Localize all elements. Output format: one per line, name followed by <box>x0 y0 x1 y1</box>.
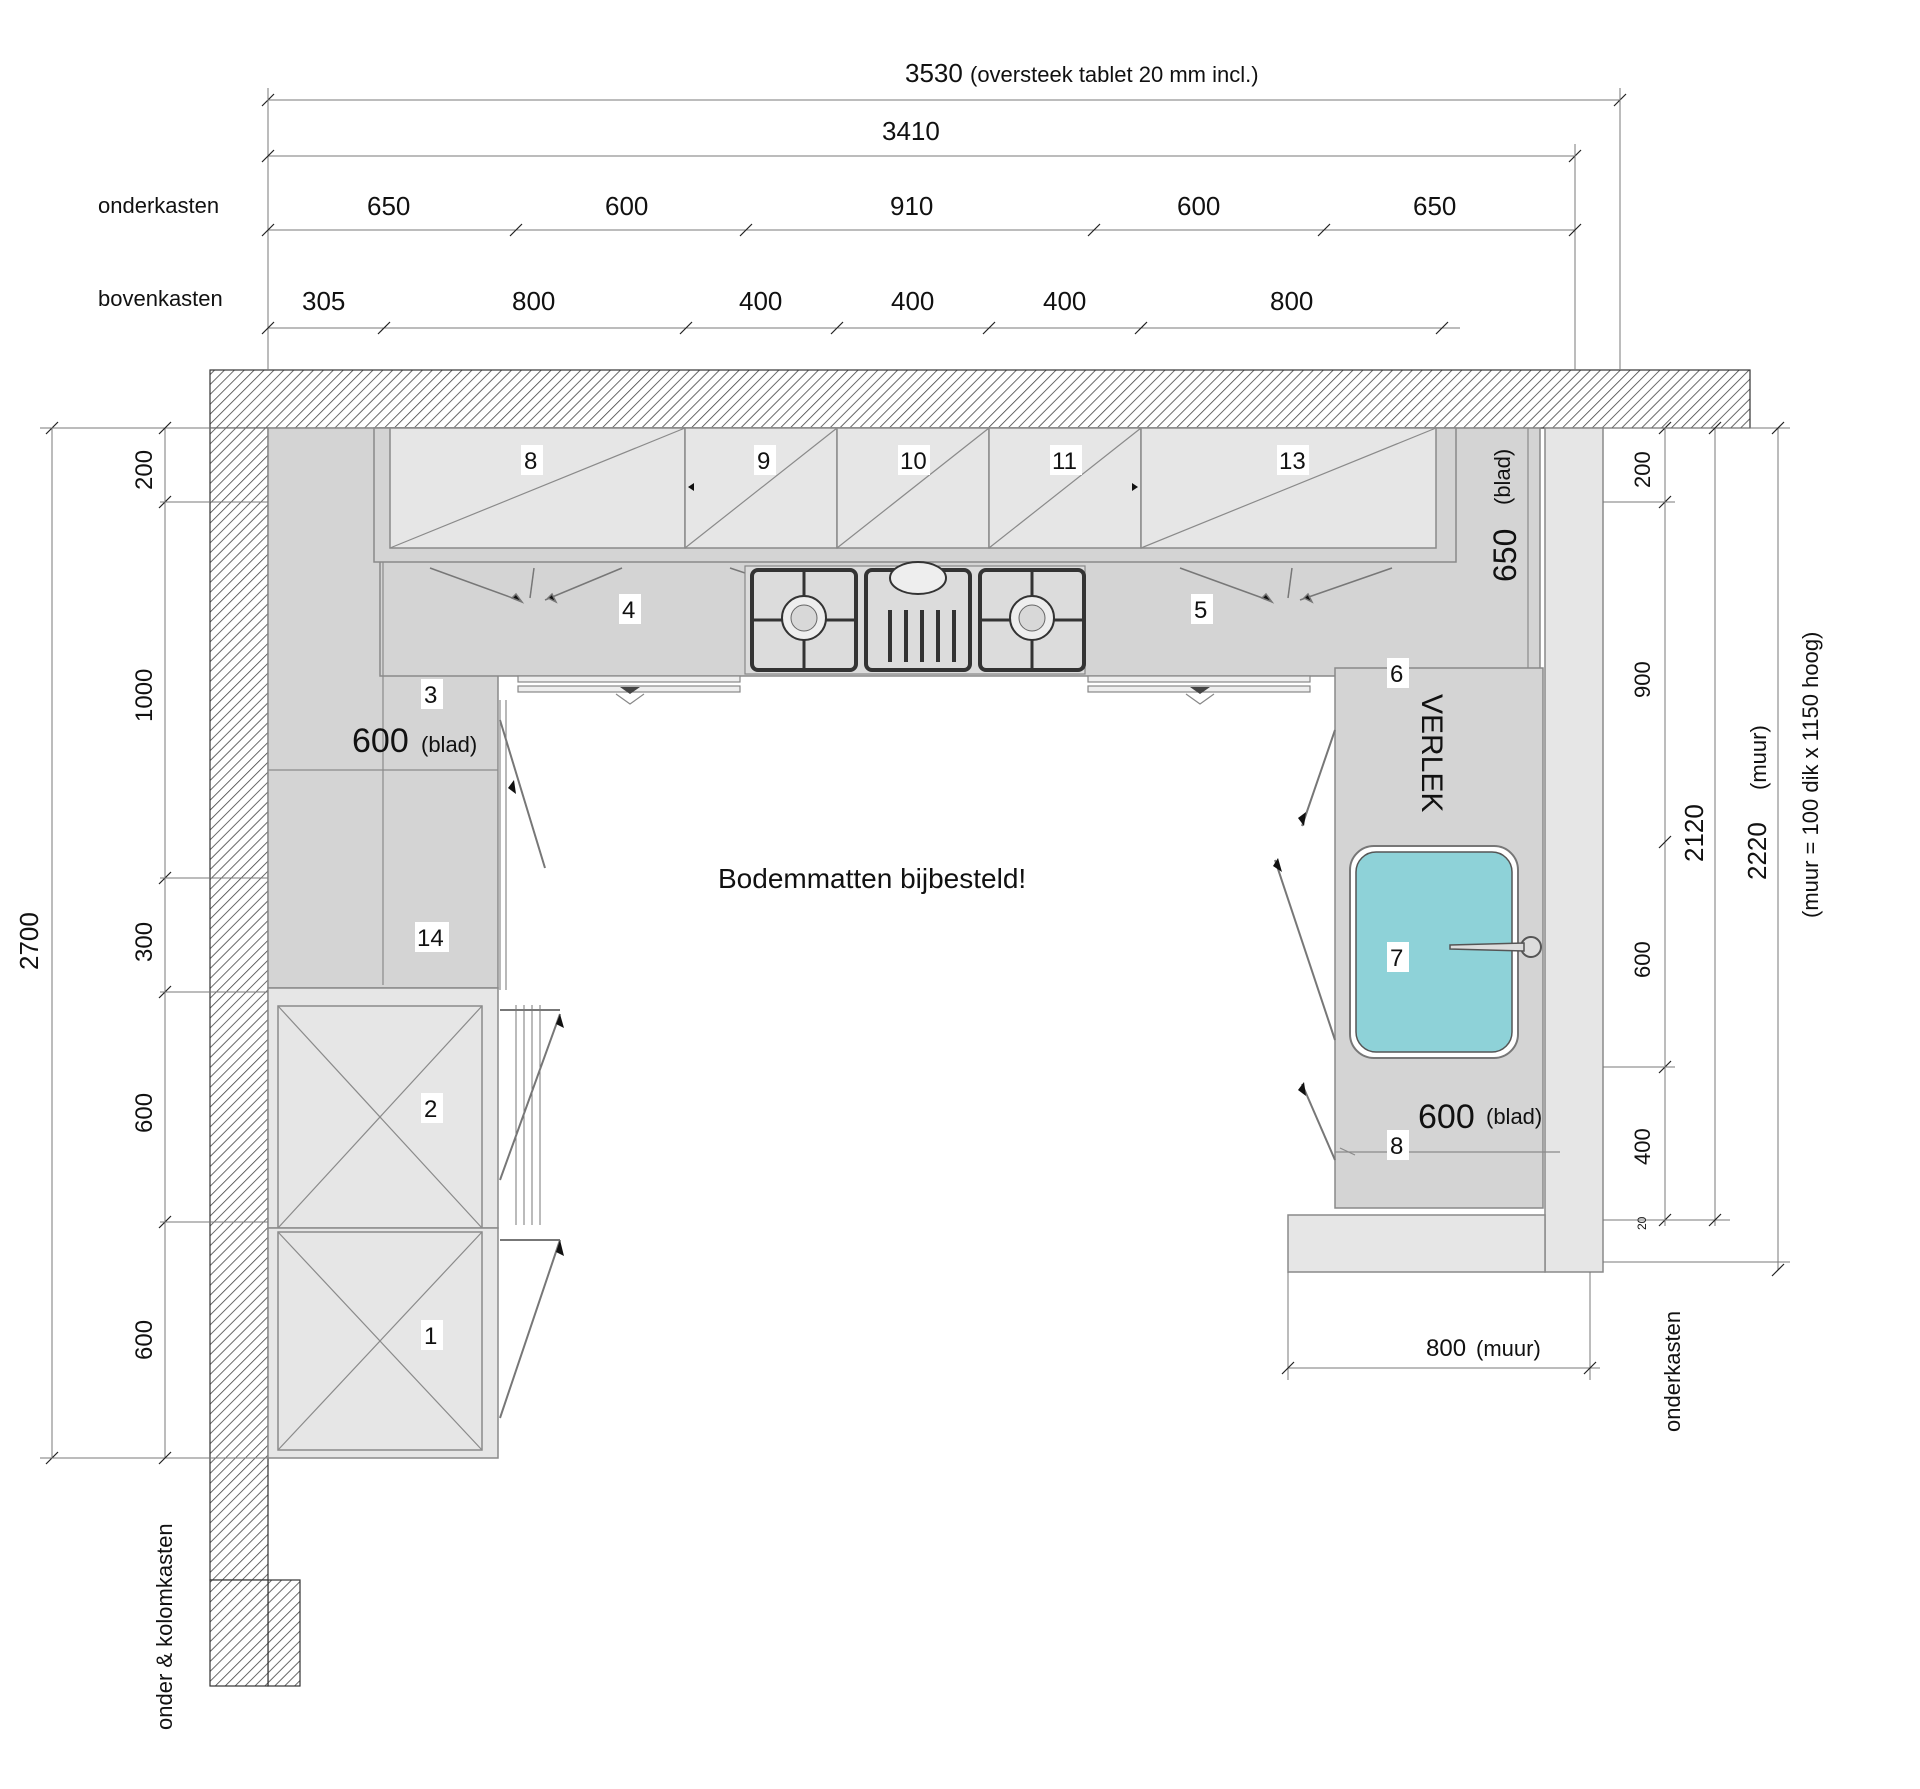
onderkast-width-5: 650 <box>1413 191 1456 221</box>
cabinet-number-9: 9 <box>757 448 770 475</box>
bovenkast-width-1: 305 <box>302 286 345 316</box>
cabinet-number-4: 4 <box>622 597 635 624</box>
sink-bowl <box>1355 851 1513 1053</box>
bovenkast-width-4: 400 <box>891 286 934 316</box>
right-segment-2: 900 <box>1630 661 1655 698</box>
onderkast-width-3: 910 <box>890 191 933 221</box>
top-dimensions <box>261 88 1627 370</box>
right-dim-2220: 2220 <box>1742 822 1772 880</box>
cabinet-number-8-top: 8 <box>524 448 537 475</box>
bottom-wall-note: (muur) <box>1476 1336 1541 1361</box>
total-width-note: (oversteek tablet 20 mm incl.) <box>970 62 1259 87</box>
cabinet-number-11: 11 <box>1052 448 1077 475</box>
center-note: Bodemmatten bijbesteld! <box>718 863 1026 894</box>
total-width: 3530 <box>905 58 963 88</box>
cabinet-number-3: 3 <box>424 682 437 709</box>
left-segment-5: 600 <box>131 1320 158 1360</box>
right-dim-2120: 2120 <box>1679 804 1709 862</box>
verlek-label: VERLEK <box>1415 694 1448 812</box>
right-segment-4: 400 <box>1630 1128 1655 1165</box>
walls <box>209 369 1751 1687</box>
blad-650-note: (blad) <box>1490 449 1515 505</box>
left-total-height: 2700 <box>14 912 44 970</box>
onderkast-width-1: 650 <box>367 191 410 221</box>
left-wall-foot <box>209 1579 269 1687</box>
bovenkast-width-3: 400 <box>739 286 782 316</box>
top-wall <box>209 369 1751 429</box>
blad-600-right-note: (blad) <box>1486 1104 1542 1129</box>
cabinet-number-13: 13 <box>1279 448 1306 475</box>
right-door-swings <box>1273 729 1336 1161</box>
burner-icon <box>889 561 947 595</box>
bottom-wall-width: 800 <box>1426 1335 1466 1362</box>
right-run <box>1335 845 1560 1156</box>
bottom-wall-stub <box>1287 1214 1546 1273</box>
left-dimensions <box>40 421 268 1465</box>
cooktop <box>744 561 1086 675</box>
bovenkast-width-5: 400 <box>1043 286 1086 316</box>
onderkasten-row-label: onderkasten <box>98 193 219 218</box>
bovenkast-width-2: 800 <box>512 286 555 316</box>
right-segment-5: 20 <box>1635 1216 1649 1230</box>
cabinet-number-5: 5 <box>1194 597 1207 624</box>
left-run <box>267 700 507 1459</box>
right-dim-2220-note: (muur) <box>1746 725 1771 790</box>
onderkast-width-2: 600 <box>605 191 648 221</box>
blad-650: 650 <box>1487 529 1523 582</box>
left-segment-3: 300 <box>131 922 158 962</box>
blad-600-right: 600 <box>1418 1098 1475 1136</box>
left-segment-2: 1000 <box>131 669 158 722</box>
left-wall <box>209 427 269 1581</box>
cabinet-number-8-right: 8 <box>1390 1133 1403 1160</box>
cabinet-number-10: 10 <box>900 448 927 475</box>
inner-width: 3410 <box>882 116 940 146</box>
right-dimensions <box>1281 421 1790 1380</box>
right-wall-panel <box>1544 427 1604 1273</box>
cabinet-number-2: 2 <box>424 1096 437 1123</box>
cabinet-number-7: 7 <box>1390 945 1403 972</box>
left-caption: onder & kolomkasten <box>152 1523 177 1730</box>
bovenkast-width-6: 800 <box>1270 286 1313 316</box>
cabinet-number-6: 6 <box>1390 661 1403 688</box>
blad-600-left-note: (blad) <box>421 732 477 757</box>
bovenkasten-row-label: bovenkasten <box>98 286 223 311</box>
top-drawer-fronts <box>517 675 1311 705</box>
cabinet-number-14: 14 <box>417 925 444 952</box>
blad-600-left: 600 <box>352 722 409 760</box>
left-wall-stub <box>267 1579 301 1687</box>
cabinet-number-1: 1 <box>424 1323 437 1350</box>
left-segment-4: 600 <box>131 1093 158 1133</box>
right-caption: onderkasten <box>1660 1311 1685 1432</box>
onderkast-width-4: 600 <box>1177 191 1220 221</box>
right-segment-1: 200 <box>1630 451 1655 488</box>
left-segment-1: 200 <box>131 450 158 490</box>
wall-note: (muur = 100 dik x 1150 hoog) <box>1798 632 1823 918</box>
right-segment-3: 600 <box>1630 941 1655 978</box>
left-door-swings <box>499 719 564 1419</box>
